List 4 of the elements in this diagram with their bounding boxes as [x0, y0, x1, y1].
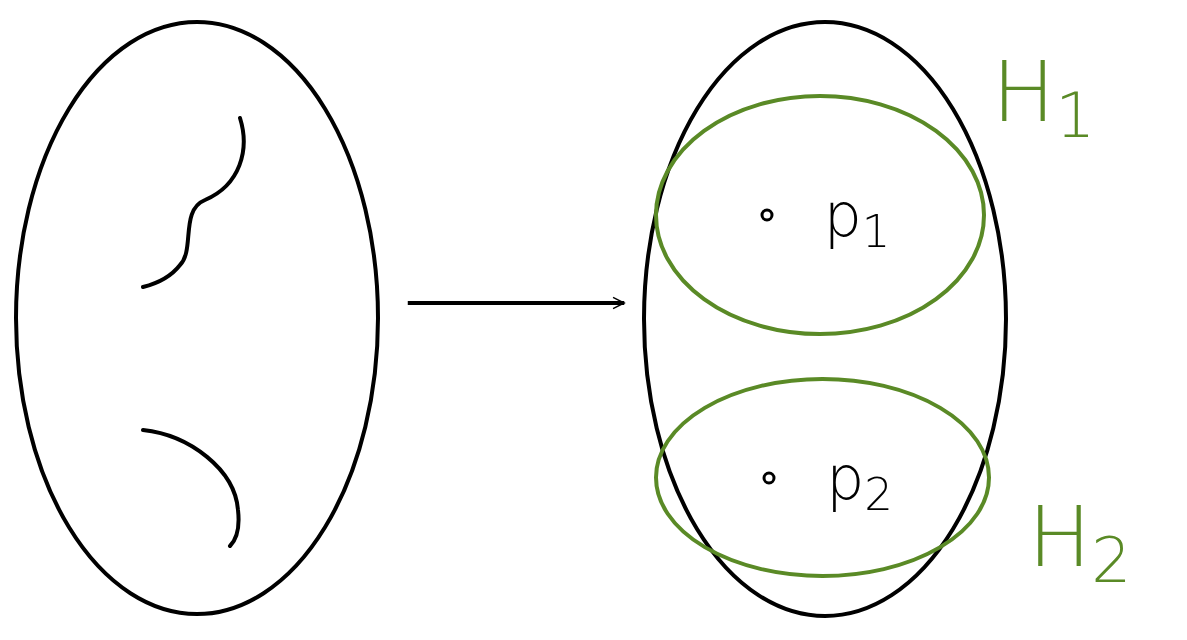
handle-region-ellipse: [652, 375, 993, 580]
arrow: [407, 296, 625, 310]
handle-region-ellipse: [652, 92, 988, 338]
closed-surface-outline: [12, 18, 382, 618]
